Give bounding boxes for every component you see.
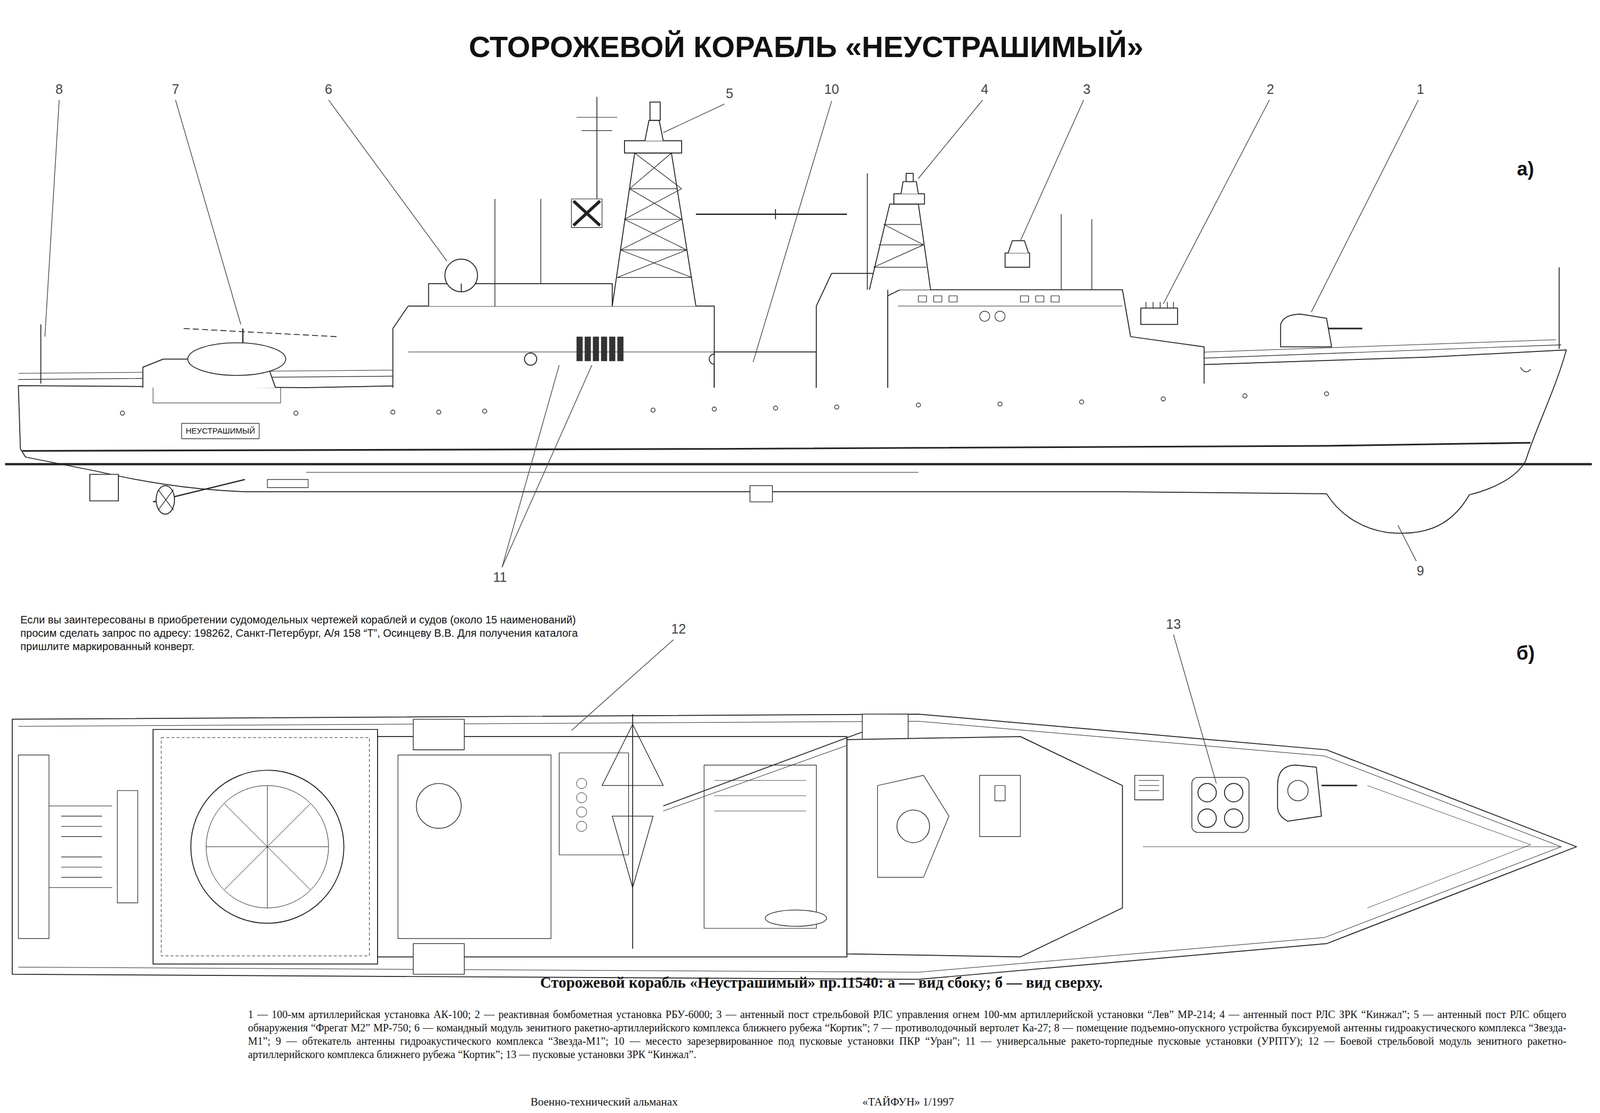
callout-number: 2 [1265,81,1276,99]
callout-number: 12 [669,621,687,638]
page-title: СТОРОЖЕВОЙ КОРАБЛЬ «НЕУСТРАШИМЫЙ» [468,28,1144,66]
callout-number: 8 [54,81,64,99]
callout-number: 1 [1415,81,1426,99]
hull-side [18,349,1566,534]
callout-number: 5 [724,85,735,102]
figure-caption: Сторожевой корабль «Неустрашимый» пр.115… [540,972,1103,992]
callout-number: 11 [492,569,509,586]
note-text: Если вы заинтересованы в приобретении су… [20,613,597,654]
callout-number: 7 [170,81,181,99]
waterline [5,462,1592,466]
callout-number: 13 [1164,616,1182,633]
hull-plan [12,714,1577,980]
callout-number: 6 [323,81,334,99]
view-letter: а) [1516,156,1534,181]
callout-number: 4 [979,81,990,99]
leader-lines [44,99,1419,567]
hull-name: НЕУСТРАШИМЫЙ [184,426,256,437]
footer-text: Военно-технический альманах [530,1094,678,1109]
view-letter: б) [1516,641,1535,666]
legend-key-text: 1 — 100-мм артиллерийская установка АК-1… [248,1008,1567,1062]
footer-text: «ТАЙФУН» 1/1997 [862,1094,955,1109]
callout-number: 9 [1415,563,1426,580]
callout-number: 10 [822,81,840,99]
callout-number: 3 [1082,81,1092,99]
